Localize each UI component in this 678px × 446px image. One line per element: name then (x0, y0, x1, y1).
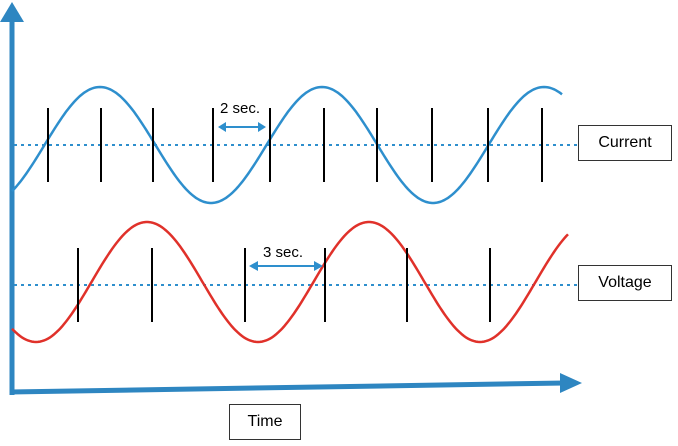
voltage-label-box: Voltage (578, 265, 672, 301)
current-ticks (47, 108, 543, 182)
current-wave (11, 85, 563, 205)
voltage-wave (11, 220, 569, 344)
current-label-box: Current (578, 125, 672, 161)
voltage-label: Voltage (598, 274, 652, 291)
x-axis (9, 380, 566, 395)
voltage-interval-label: 3 sec. (261, 244, 306, 261)
current-label: Current (598, 134, 652, 151)
time-label: Time (247, 413, 283, 430)
x-axis-arrowhead (560, 373, 582, 393)
voltage-ticks (77, 248, 491, 322)
time-label-box: Time (229, 404, 301, 440)
current-interval-arrow (218, 122, 266, 132)
voltage-interval-arrow (249, 261, 323, 271)
current-interval-label: 2 sec. (218, 100, 263, 117)
y-axis-arrowhead (0, 2, 24, 22)
